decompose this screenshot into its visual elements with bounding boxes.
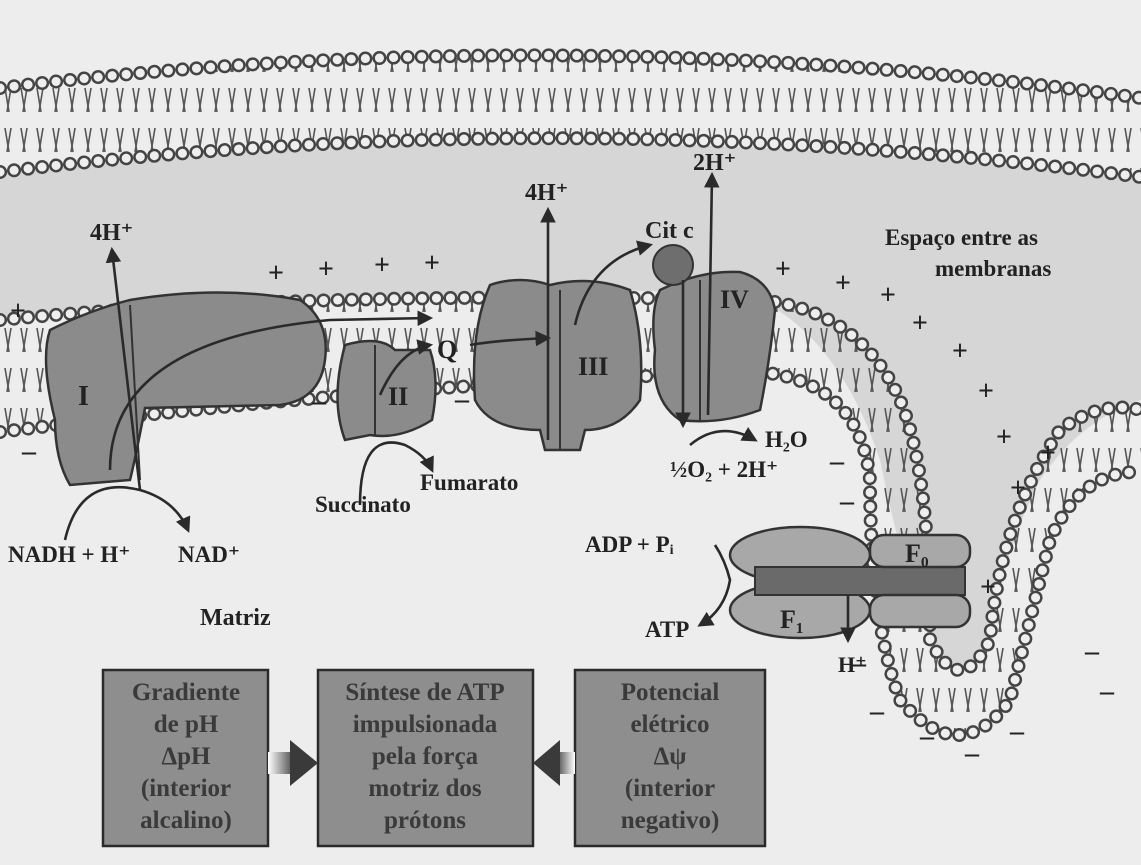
complex-I: I xyxy=(46,293,326,486)
svg-text:+: + xyxy=(374,250,390,281)
box-right-line-3: Δψ xyxy=(654,743,687,770)
box-left-line-4: (interior xyxy=(141,775,231,802)
box-atp-synthesis: Síntese de ATP impulsionada pela força m… xyxy=(318,670,533,846)
complex-III: III xyxy=(474,280,641,450)
box-right-line-4: (interior xyxy=(625,775,715,802)
svg-text:–: – xyxy=(839,486,855,517)
complex-I-label: I xyxy=(78,381,89,412)
svg-text:–: – xyxy=(829,446,845,477)
label-succinato: Succinato xyxy=(315,492,411,517)
label-cytc: Cit c xyxy=(645,218,694,244)
label-4h-mid: 4H⁺ xyxy=(525,180,568,206)
box-left-line-2: de pH xyxy=(154,711,219,738)
atp-synthase xyxy=(730,527,970,638)
label-nadh: NADH + H⁺ xyxy=(8,542,130,567)
complex-IV-label: IV xyxy=(720,285,749,314)
box-middle-line-2: impulsionada xyxy=(353,711,498,738)
complex-III-label: III xyxy=(578,352,608,381)
svg-text:–: – xyxy=(1099,676,1115,707)
svg-text:+: + xyxy=(980,572,996,603)
complex-IV: IV xyxy=(653,272,775,421)
svg-text:+: + xyxy=(978,376,994,407)
svg-text:–: – xyxy=(21,436,37,467)
cytochrome-c xyxy=(653,245,693,285)
label-intermembrane-2: membranas xyxy=(935,256,1051,281)
label-matriz: Matriz xyxy=(200,605,271,631)
svg-text:+: + xyxy=(1010,473,1026,504)
svg-text:+: + xyxy=(424,248,440,279)
box-ph-gradient: Gradiente de pH ΔpH (interior alcalino) xyxy=(103,670,268,846)
svg-text:–: – xyxy=(869,696,885,727)
box-middle-line-3: pela força xyxy=(372,743,479,770)
label-h-plus: H⁺ xyxy=(838,652,867,677)
complex-II-label: II xyxy=(388,382,408,411)
box-right-line-5: negativo) xyxy=(621,807,720,834)
box-middle-line-5: prótons xyxy=(384,807,466,834)
label-atp: ATP xyxy=(645,617,689,642)
label-o2: ½O₂ + 2H⁺ xyxy=(670,457,778,482)
label-q: Q xyxy=(437,335,457,364)
svg-text:–: – xyxy=(1009,716,1025,747)
svg-text:+: + xyxy=(835,268,851,299)
box-arrow-left xyxy=(268,740,318,786)
box-middle-line-1: Síntese de ATP xyxy=(345,679,504,706)
label-fumarato: Fumarato xyxy=(420,470,518,495)
svg-text:+: + xyxy=(10,296,26,327)
box-arrow-right xyxy=(533,740,575,786)
svg-text:+: + xyxy=(952,336,968,367)
box-left-line-5: alcalino) xyxy=(140,807,232,834)
label-f1: F₁ xyxy=(780,605,804,634)
svg-text:+: + xyxy=(996,422,1012,453)
label-h2o: H₂O xyxy=(765,427,808,452)
box-right-line-2: elétrico xyxy=(630,711,709,738)
box-right-line-1: Potencial xyxy=(621,679,720,706)
svg-text:+: + xyxy=(880,280,896,311)
box-middle-line-4: motriz dos xyxy=(368,775,481,802)
label-2h: 2H⁺ xyxy=(693,150,736,176)
svg-text:–: – xyxy=(964,738,980,769)
box-left-line-3: ΔpH xyxy=(161,743,211,770)
svg-text:–: – xyxy=(1084,636,1100,667)
label-intermembrane-1: Espaço entre as xyxy=(885,225,1038,250)
svg-text:–: – xyxy=(919,721,935,752)
label-f0: F₀ xyxy=(905,539,929,568)
label-4h-left: 4H⁺ xyxy=(90,220,133,246)
svg-text:–: – xyxy=(454,384,470,415)
svg-text:+: + xyxy=(912,308,928,339)
svg-text:+: + xyxy=(318,254,334,285)
box-left-line-1: Gradiente xyxy=(132,679,240,706)
complex-II: II xyxy=(338,341,436,440)
svg-text:+: + xyxy=(268,258,284,289)
label-nad: NAD⁺ xyxy=(178,542,240,567)
box-electric-potential: Potencial elétrico Δψ (interior negativo… xyxy=(575,670,765,846)
svg-text:+: + xyxy=(1040,438,1056,469)
label-adp: ADP + Pᵢ xyxy=(585,532,674,557)
svg-text:+: + xyxy=(775,254,791,285)
